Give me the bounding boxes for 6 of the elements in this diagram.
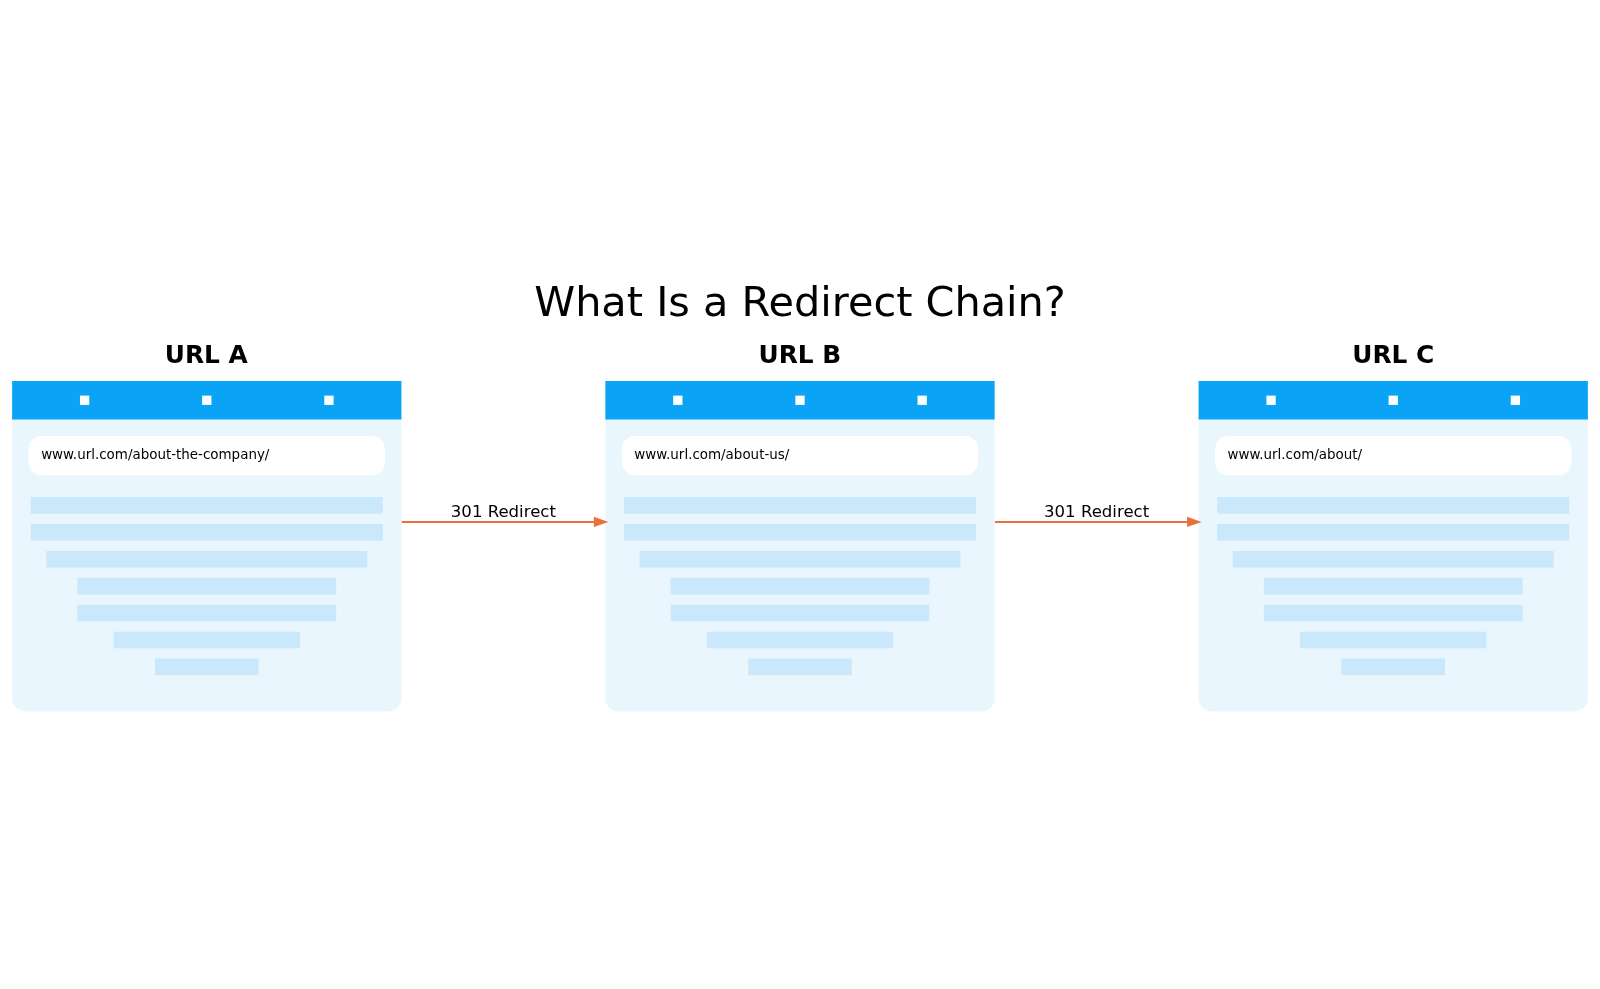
edge-label: 301 Redirect [1044, 501, 1150, 521]
diagram-title: What Is a Redirect Chain? [534, 277, 1066, 326]
node-label: URL C [1352, 339, 1435, 369]
edge-label: 301 Redirect [450, 501, 556, 521]
node-label: URL A [164, 339, 248, 369]
node-label: URL B [758, 339, 842, 369]
